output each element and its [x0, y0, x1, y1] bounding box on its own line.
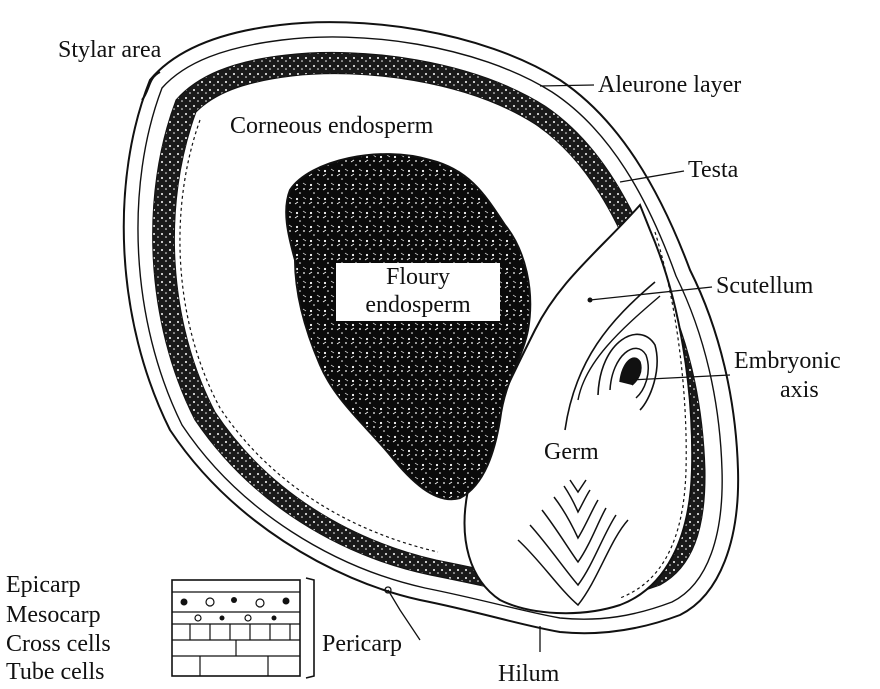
pericarp-bracket [306, 578, 314, 678]
label-floury-line2: endosperm [336, 291, 500, 319]
label-stylar-area: Stylar area [58, 38, 161, 62]
label-tube-cells: Tube cells [6, 660, 104, 684]
label-pericarp: Pericarp [322, 632, 402, 656]
label-embryonic-line1: Embryonic [734, 349, 841, 373]
scutellum-pointer-dot [588, 298, 593, 303]
label-aleurone-layer: Aleurone layer [598, 73, 741, 97]
pericarp-inset [172, 580, 300, 676]
label-corneous-endosperm: Corneous endosperm [230, 114, 433, 138]
label-scutellum: Scutellum [716, 274, 813, 298]
label-floury-line1: Floury [336, 263, 500, 291]
label-epicarp: Epicarp [6, 573, 81, 597]
label-testa: Testa [688, 158, 738, 182]
label-germ: Germ [544, 440, 599, 464]
label-embryonic-line2: axis [780, 378, 819, 402]
label-cross-cells: Cross cells [6, 632, 111, 656]
floury-endosperm-mass [286, 154, 530, 499]
label-mesocarp: Mesocarp [6, 603, 101, 627]
floury-endosperm-label-box: Floury endosperm [336, 263, 500, 321]
stylar-bump [142, 72, 160, 100]
label-hilum: Hilum [498, 662, 559, 686]
